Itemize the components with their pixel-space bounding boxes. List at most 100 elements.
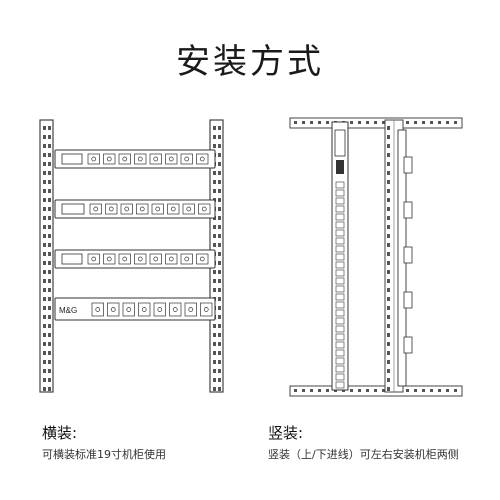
side-outlet <box>403 246 413 264</box>
rail-hole <box>387 207 390 211</box>
horizontal-rack: M&G <box>39 119 224 393</box>
outlet-socket <box>184 156 190 162</box>
outlet-socket <box>170 206 176 212</box>
outlet-socket <box>168 156 174 162</box>
outlet <box>335 301 345 309</box>
outlet <box>122 302 135 317</box>
rail-hole <box>213 135 216 139</box>
outlet <box>87 253 100 265</box>
rail-hole <box>48 387 51 391</box>
rail-hole <box>43 153 46 157</box>
outlet-socket <box>201 206 207 212</box>
rail-hole <box>387 243 390 247</box>
outlet <box>134 153 147 165</box>
rail-hole <box>43 351 46 355</box>
outlet <box>335 357 345 365</box>
outlet <box>165 153 178 165</box>
rail-hole <box>350 389 353 392</box>
rail-hole <box>48 261 51 265</box>
side-outlet <box>403 336 413 354</box>
rail-hole <box>213 144 216 148</box>
rail-hole <box>213 243 216 247</box>
outlet <box>196 253 209 265</box>
outlet <box>335 237 345 245</box>
rail-hole <box>213 342 216 346</box>
rail-hole <box>414 121 417 124</box>
rail-hole <box>218 135 221 139</box>
outlet <box>335 229 345 237</box>
outlet <box>151 203 164 215</box>
rail-hole <box>43 216 46 220</box>
outlet <box>153 302 166 317</box>
rail-hole <box>48 360 51 364</box>
rail-hole <box>48 324 51 328</box>
rail-hole <box>387 333 390 337</box>
rail-hole <box>387 288 390 292</box>
rail-hole <box>218 387 221 391</box>
outlet-socket <box>122 256 128 262</box>
rail-hole <box>48 153 51 157</box>
rail-hole <box>43 261 46 265</box>
rail-hole <box>358 121 361 124</box>
pdu-unit-4: M&G <box>54 297 216 321</box>
rail-hole <box>48 234 51 238</box>
outlet <box>335 205 345 213</box>
rail-hole <box>318 121 321 124</box>
rail-hole <box>374 389 377 392</box>
rail-hole <box>43 162 46 166</box>
rail-hole <box>48 216 51 220</box>
rail-hole <box>48 162 51 166</box>
rail-hole <box>218 297 221 301</box>
rail-hole <box>366 389 369 392</box>
rail-hole <box>454 121 457 124</box>
pdu-unit-1 <box>54 149 216 169</box>
rail-hole <box>213 126 216 130</box>
rail-hole <box>48 252 51 256</box>
outlet-socket <box>184 256 190 262</box>
outlet <box>89 203 102 215</box>
rail-hole <box>294 389 297 392</box>
rail-hole <box>218 171 221 175</box>
rail-hole <box>387 351 390 355</box>
outlet <box>335 365 345 373</box>
outlet-socket <box>188 307 194 312</box>
outlet-socket <box>199 256 205 262</box>
rail-hole <box>48 306 51 310</box>
rail-hole <box>218 225 221 229</box>
outlet <box>335 341 345 349</box>
rail-hole <box>387 342 390 346</box>
outlet-socket <box>126 307 132 312</box>
rail-hole <box>318 389 321 392</box>
outlet <box>196 153 209 165</box>
rail-hole <box>48 144 51 148</box>
rail-hole <box>48 135 51 139</box>
outlet <box>118 153 131 165</box>
outlet <box>184 302 197 317</box>
rail-hole <box>43 333 46 337</box>
rail-hole <box>387 234 390 238</box>
rail-hole <box>43 135 46 139</box>
outlet <box>335 285 345 293</box>
vertical-rack <box>289 117 463 397</box>
outlet-socket <box>203 307 209 312</box>
rail-hole <box>43 279 46 283</box>
rail-hole <box>387 279 390 283</box>
outlet <box>103 253 116 265</box>
rail-hole <box>48 297 51 301</box>
outlet <box>198 203 211 215</box>
side-outlet <box>403 201 413 219</box>
rail-hole <box>218 243 221 247</box>
rail-hole <box>387 369 390 373</box>
rail-hole <box>218 189 221 193</box>
rail-hole <box>310 121 313 124</box>
outlet-socket <box>137 156 143 162</box>
rail-hole <box>218 252 221 256</box>
outlet <box>335 325 345 333</box>
outlet <box>200 302 213 317</box>
outlet <box>335 221 345 229</box>
rail-hole <box>48 243 51 247</box>
rail-hole <box>48 171 51 175</box>
rail-hole <box>387 153 390 157</box>
rail-hole <box>213 369 216 373</box>
